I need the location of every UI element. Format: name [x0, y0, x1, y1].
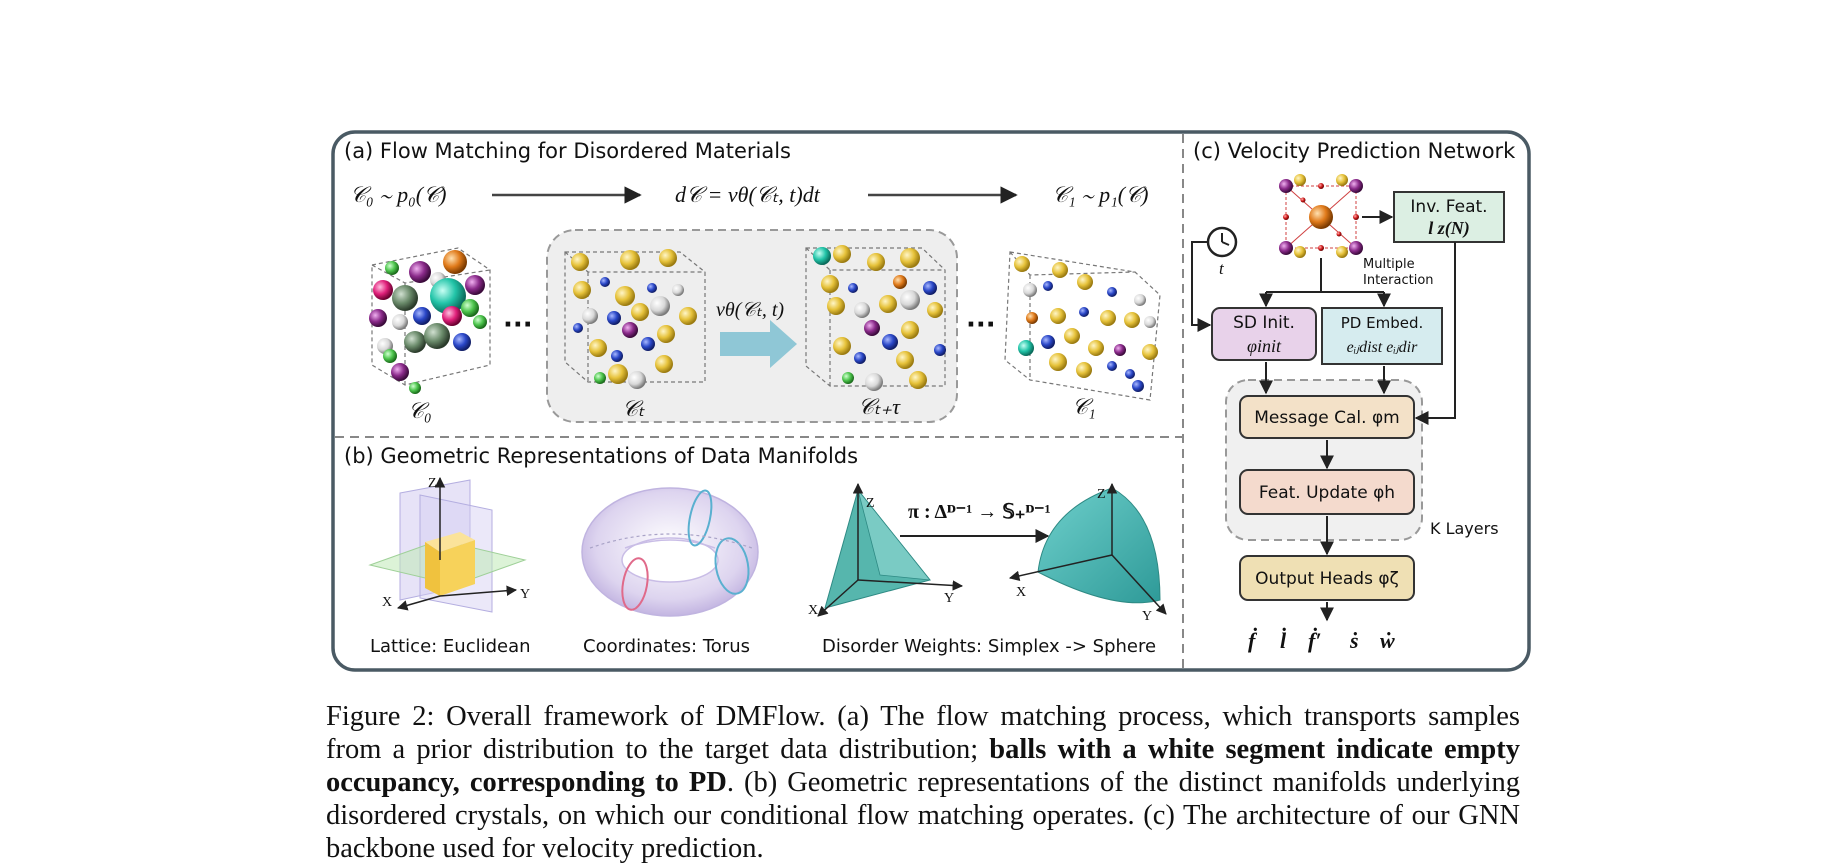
lattice-axis-x: X	[382, 595, 392, 610]
lattice-euclidean-illustration: Z Y X	[368, 476, 530, 613]
flow-step-group	[546, 229, 958, 423]
equation-prior: 𝒞₀ ∼ p₀(𝒞)	[350, 182, 446, 207]
label-ct: 𝒞ₜ	[622, 396, 645, 421]
output-heads-box	[1239, 555, 1415, 601]
panel-b-title: (b) Geometric Representations of Data Ma…	[344, 444, 858, 468]
sd-init-box	[1211, 307, 1317, 361]
ellipsis-left: ···	[503, 310, 533, 340]
label-c1: 𝒞₁	[1072, 394, 1096, 419]
pd-embed-title: PD Embed.	[1341, 314, 1424, 332]
feat-update-box	[1239, 469, 1415, 515]
pd-embed-box	[1321, 307, 1443, 365]
equation-target: 𝒞₁ ∼ p₁(𝒞)	[1052, 182, 1148, 207]
inv-feat-symbols: l z(N)	[1428, 218, 1470, 239]
k-layers-label: K Layers	[1430, 519, 1499, 538]
output-f-dot: ḟ	[1248, 628, 1258, 653]
caption-bold: balls with a white segment indicate empt…	[326, 734, 1521, 798]
crystal-structure-icon	[1279, 174, 1363, 258]
crystal-c0	[369, 247, 491, 394]
crystal-c1	[1004, 251, 1161, 401]
inv-feat-title: Inv. Feat.	[1410, 197, 1487, 217]
figure-frame	[331, 130, 1531, 672]
simplex-axis-z: Z	[866, 496, 875, 511]
multiple-interaction-label-1: Multiple	[1363, 257, 1415, 272]
sd-init-symbol: φinit	[1247, 336, 1282, 356]
sphere-illustration: Z Y X	[1008, 482, 1167, 624]
output-f-prime-dot: ḟ′	[1308, 628, 1322, 653]
ellipsis-right: ···	[966, 310, 996, 340]
lattice-axis-z: Z	[428, 476, 437, 491]
message-cal-label: Message Cal. φm	[1254, 408, 1400, 428]
coords-label: Coordinates: Torus	[583, 636, 750, 657]
inv-feat-box	[1393, 191, 1505, 243]
output-s-dot: ṡ	[1349, 628, 1359, 653]
time-label: t	[1219, 259, 1225, 278]
panel-c-title: (c) Velocity Prediction Network	[1193, 139, 1516, 163]
figure-2: (a) Flow Matching for Disordered Materia…	[331, 130, 1531, 672]
label-ct-tau: 𝒞ₜ₊τ	[858, 394, 901, 419]
torus-illustration	[581, 487, 759, 617]
projection-map-label: π : Δᴰ⁻¹ → 𝕊₊ᴰ⁻¹	[908, 501, 1051, 523]
output-heads-label: Output Heads φζ	[1255, 569, 1399, 589]
feat-update-label: Feat. Update φh	[1259, 483, 1395, 503]
multiple-interaction-label-2: Interaction	[1363, 273, 1434, 288]
velocity-arrow	[720, 320, 797, 368]
crystal-ct-tau	[805, 245, 946, 391]
panel-b: (b) Geometric Representations of Data Ma…	[344, 444, 1167, 657]
simplex-axis-y: Y	[944, 591, 954, 606]
figure-caption: Figure 2: Overall framework of DMFlow. (…	[326, 700, 1520, 865]
pd-embed-symbols: eᵢⱼdist eᵢⱼdir	[1347, 339, 1418, 356]
lattice-label: Lattice: Euclidean	[370, 636, 531, 657]
panel-a-title: (a) Flow Matching for Disordered Materia…	[344, 139, 791, 163]
crystal-ct	[564, 249, 706, 389]
velocity-label: vθ(𝒞ₜ, t)	[716, 299, 784, 321]
sd-init-title: SD Init.	[1233, 313, 1295, 333]
output-w-dot: ẇ	[1380, 628, 1395, 653]
output-l-dot: l̇	[1280, 628, 1287, 653]
simplex-axis-x: X	[808, 603, 818, 618]
caption-lead: Figure 2: Overall framework of DMFlow. (…	[326, 701, 1520, 765]
panel-a: (a) Flow Matching for Disordered Materia…	[344, 139, 1161, 423]
weights-label: Disorder Weights: Simplex -> Sphere	[822, 636, 1156, 657]
sphere-axis-z: Z	[1097, 487, 1106, 502]
sphere-axis-x: X	[1016, 585, 1026, 600]
equation-flow: d𝒞 = vθ(𝒞ₜ, t)dt	[675, 182, 821, 207]
label-c0: 𝒞₀	[408, 398, 432, 423]
simplex-illustration: Z Y X	[808, 482, 964, 618]
message-cal-box	[1239, 395, 1415, 439]
caption-tail: . (b) Geometric representations of the d…	[326, 767, 1520, 864]
clock-icon	[1206, 226, 1238, 258]
lattice-axis-y: Y	[520, 587, 530, 602]
panel-c: (c) Velocity Prediction Network Inv. Fea…	[1191, 139, 1516, 653]
sphere-axis-y: Y	[1142, 609, 1152, 624]
